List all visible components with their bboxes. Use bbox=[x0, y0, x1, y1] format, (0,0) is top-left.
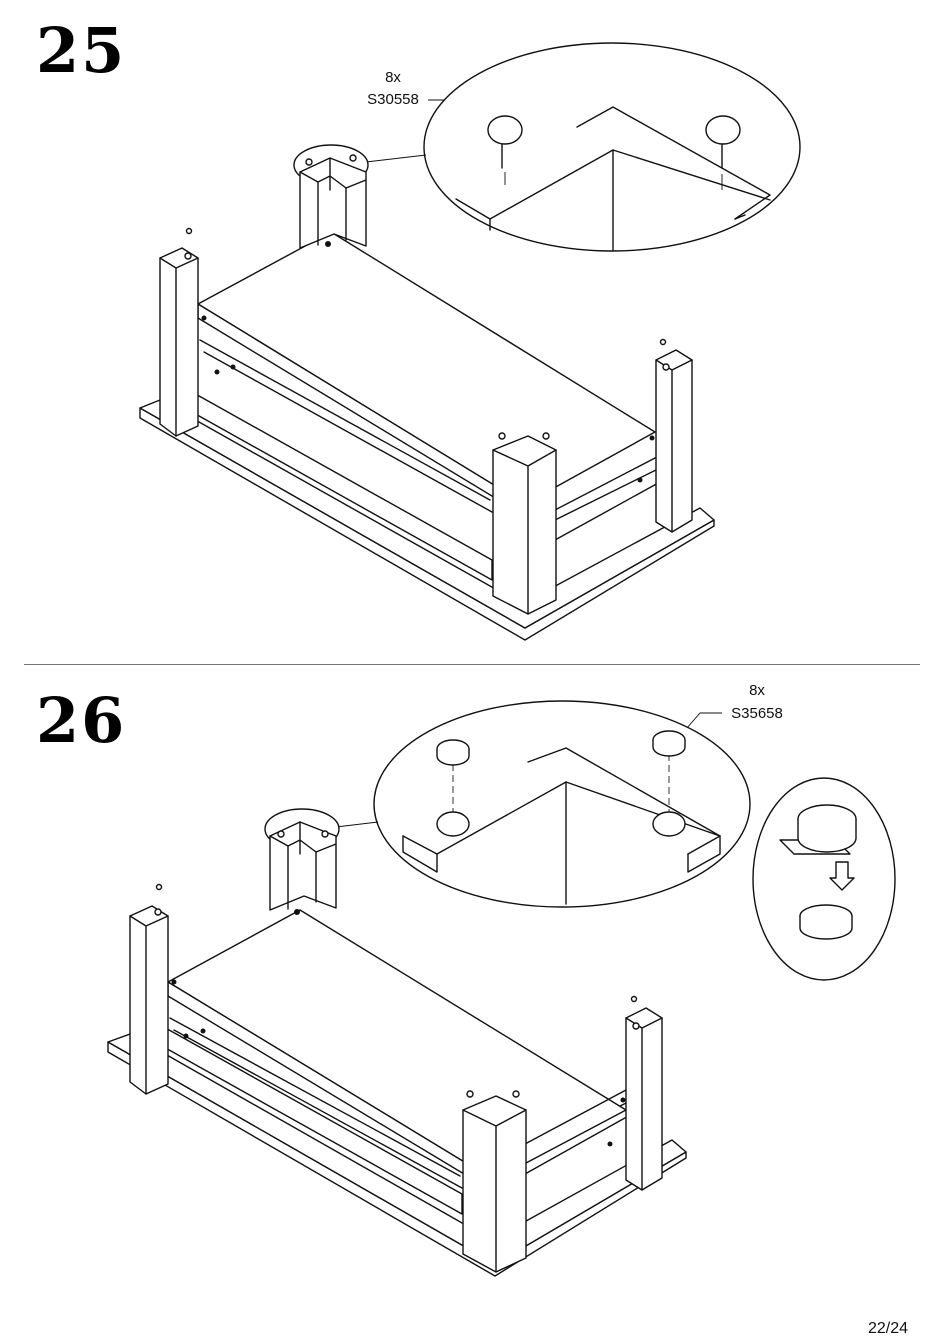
adhesive-pad-icon bbox=[437, 740, 469, 765]
page-number: 22/24 bbox=[868, 1320, 908, 1338]
table-leg-front bbox=[493, 433, 556, 614]
step-26-peel-detail bbox=[753, 778, 895, 980]
table-leg-front bbox=[463, 1091, 526, 1272]
table-shelf bbox=[168, 910, 626, 1180]
table-leg-left bbox=[160, 229, 198, 437]
step-25-detail-circle bbox=[424, 43, 800, 251]
step-26-detail-circle bbox=[374, 701, 750, 907]
adhesive-pad-icon bbox=[653, 731, 685, 756]
step-25-detail-callout bbox=[424, 43, 800, 251]
table-leg-right bbox=[656, 340, 692, 533]
table-leg-back bbox=[300, 155, 366, 248]
table-leg-right bbox=[626, 997, 662, 1191]
table-leg-left bbox=[130, 885, 168, 1095]
step-26-detail-callout bbox=[374, 701, 750, 907]
table-leg-back bbox=[270, 822, 336, 910]
step-25-illustration bbox=[0, 0, 950, 664]
step-26-illustration bbox=[0, 664, 950, 1344]
